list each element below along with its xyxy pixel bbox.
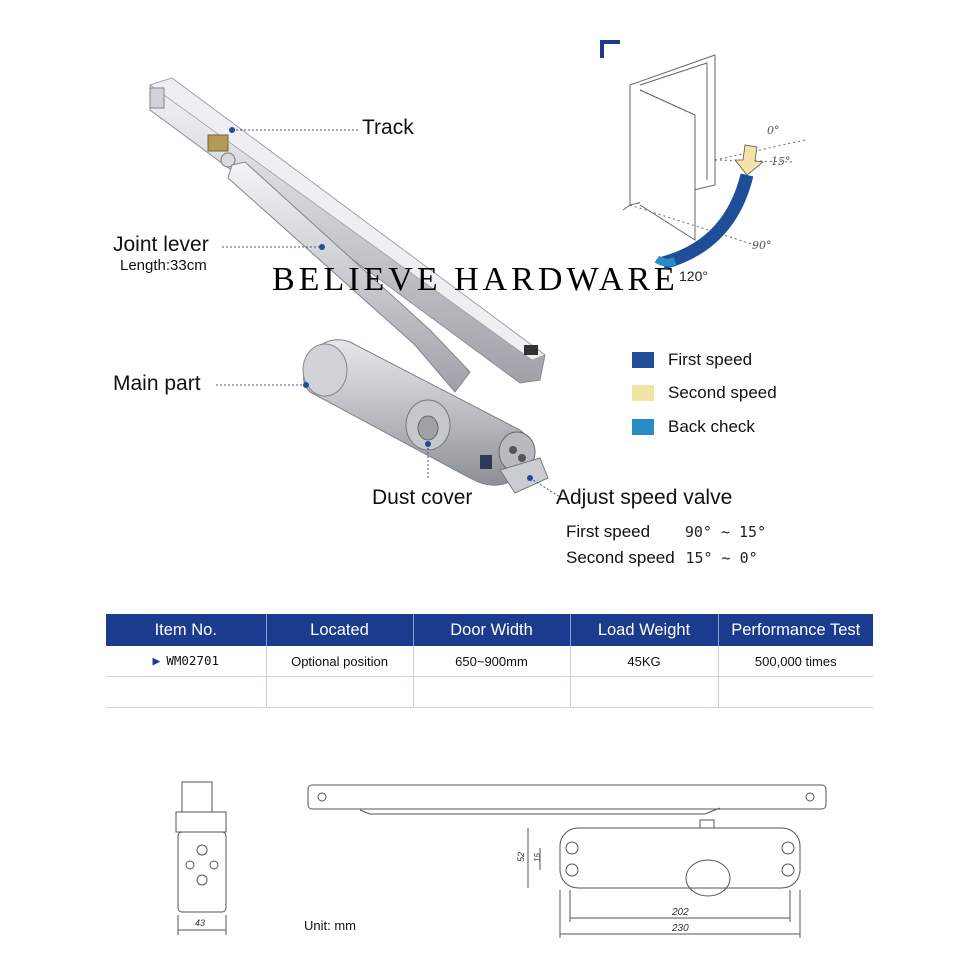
cell-load-weight: 45KG [570,646,719,677]
main-body [302,339,549,494]
legend-label: First speed [668,350,753,369]
dim-43: 43 [195,918,205,928]
angle-0: 0° [767,124,780,137]
dim-202: 202 [671,907,689,918]
joint-lever-label: Joint lever [113,233,209,256]
valve-speed-row-2: Second speed 15° ~ 0° [566,548,758,568]
play-arrow-icon: ▶ [152,654,161,669]
legend-second-speed: Second speed [632,383,777,403]
legend-swatch [632,385,654,401]
legend-label: Back check [668,417,755,436]
spec-header-row: Item No. Located Door Width Load Weight … [106,614,873,646]
track-bar [149,77,546,384]
dim-52: 52 [516,852,526,862]
col-header-performance-test: Performance Test [718,614,873,646]
col-header-load-weight: Load Weight [570,614,719,646]
valve-speed-range: 90° ~ 15° [684,523,767,541]
dim-15: 15 [533,853,542,862]
legend-label: Second speed [668,383,777,402]
cell-door-width: 650~900mm [413,646,571,677]
table-row: ▶ WM02701 Optional position 650~900mm 45K… [106,646,873,677]
legend-swatch [632,419,654,435]
angle-15: 15° [771,155,791,168]
spec-table: Item No. Located Door Width Load Weight … [106,614,873,708]
adjust-speed-valve-label: Adjust speed valve [556,486,733,509]
joint-lever-length: Length:33cm [120,257,207,274]
cell-located: Optional position [266,646,414,677]
main-part-label: Main part [113,372,201,395]
dim-230: 230 [671,923,689,934]
valve-speed-row-1: First speed 90° ~ 15° [566,522,766,542]
dimension-drawing: 43 52 15 202 230 [175,781,827,938]
track-label: Track [362,116,414,139]
watermark-text: BELIEVE HARDWARE [272,261,679,298]
angle-120: 120° [679,268,708,284]
door-closer-product-image: BELIEVE HARDWARE [149,77,679,498]
col-header-item-no: Item No. [106,614,267,646]
col-header-located: Located [266,614,414,646]
col-header-door-width: Door Width [413,614,571,646]
legend-swatch [632,352,654,368]
joint-lever [227,161,471,393]
unit-label: Unit: mm [304,918,356,933]
angle-90: 90° [752,239,772,252]
cell-item-no: ▶ WM02701 [106,646,267,677]
valve-speed-range: 15° ~ 0° [685,549,758,567]
dust-cover-label: Dust cover [372,486,473,509]
legend-back-check: Back check [632,417,755,437]
valve-speed-label: Second speed [566,548,675,567]
valve-speed-label: First speed [566,522,651,541]
cell-performance-test: 500,000 times [718,646,873,677]
table-row-empty [106,676,873,708]
item-no-value: WM02701 [166,653,219,668]
legend-first-speed: First speed [632,350,752,370]
door-swing-diagram: 0° 15° 90° 120° [600,40,806,284]
